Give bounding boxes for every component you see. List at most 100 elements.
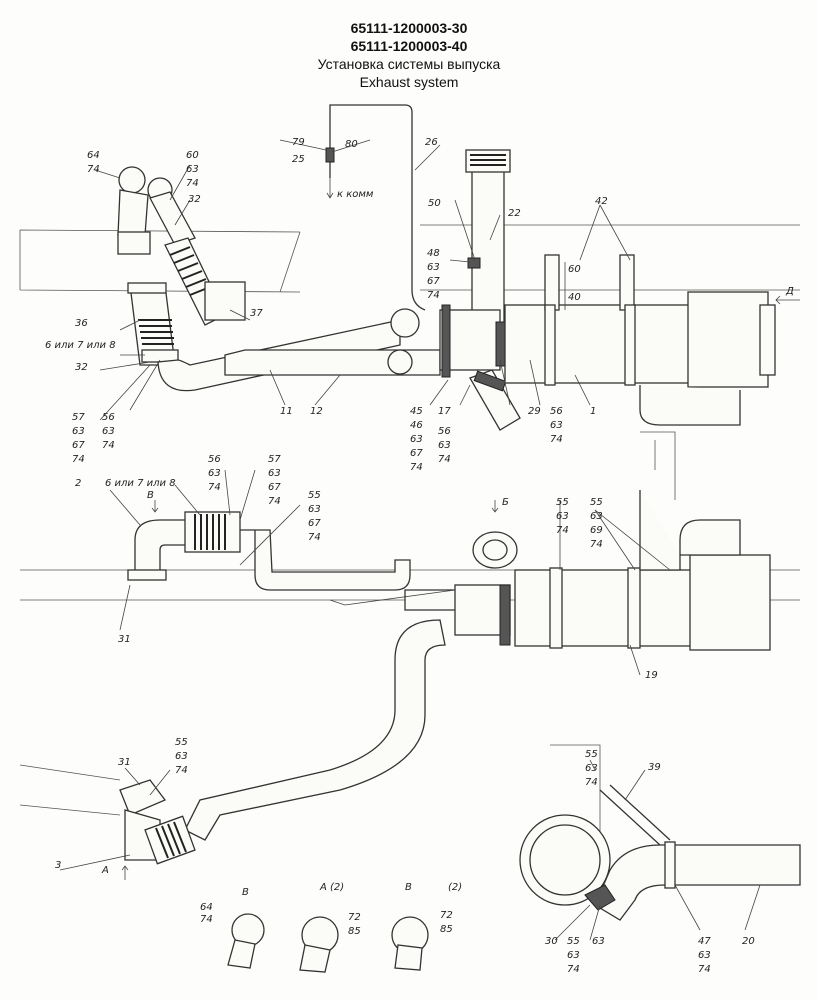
- callout-63e: 63: [410, 434, 423, 445]
- frame-rail-lower: [19, 764, 121, 816]
- callout-side-69: 69: [590, 525, 603, 536]
- callout-side-63e: 63: [590, 511, 603, 522]
- muffler-19-endcap: [689, 554, 771, 651]
- long-pipe-3: [184, 619, 446, 841]
- flange-45: [441, 304, 451, 378]
- detail-a-pipe: [299, 944, 331, 973]
- callout-46: 46: [410, 420, 423, 431]
- detail-v1-74: 74: [200, 914, 213, 925]
- callout-17: 17: [438, 406, 451, 417]
- callout-12: 12: [310, 406, 323, 417]
- view-d-63a: 63: [585, 763, 598, 774]
- callout-63f: 63: [438, 440, 451, 451]
- view-d-63b: 63: [567, 950, 580, 961]
- muffler-19: [514, 569, 706, 647]
- callout-74c: 74: [427, 290, 440, 301]
- callout-side-31b: 31: [118, 757, 131, 768]
- callout-63a: 63: [186, 164, 199, 175]
- tailpipe-side: [639, 490, 741, 571]
- pipe-11-bend: [390, 308, 420, 338]
- callout-48: 48: [427, 248, 440, 259]
- callout-side-63b: 63: [268, 468, 281, 479]
- muffler-endcap: [687, 291, 769, 388]
- callout-side-74f: 74: [175, 765, 188, 776]
- callout-56c: 56: [550, 406, 563, 417]
- callout-labels: 79 25 80 26 к комм 64 74 60 63 74 32 50 …: [45, 137, 794, 975]
- callout-22: 22: [508, 208, 521, 219]
- callout-64: 64: [87, 150, 100, 161]
- callout-37: 37: [250, 308, 263, 319]
- view-d-63c: 63: [592, 936, 605, 947]
- tailpipe-22: [471, 169, 505, 326]
- clamp-32: [117, 231, 151, 255]
- callout-to-komm: к комм: [337, 189, 374, 200]
- callout-63c: 63: [72, 426, 85, 437]
- bellows-left: [138, 319, 174, 345]
- tailpipe-cap-ribs: [470, 154, 506, 166]
- callout-32a: 32: [188, 194, 201, 205]
- strap-19a: [549, 567, 563, 649]
- bellows-lower-housing: [144, 815, 196, 865]
- callout-29: 29: [528, 406, 541, 417]
- view-b2-arrow: [491, 500, 499, 513]
- callout-56a: 56: [102, 412, 115, 423]
- callout-side-19: 19: [645, 670, 658, 681]
- outlet-ring-inner: [482, 539, 508, 561]
- drawing-title-ru: Установка системы выпуска: [317, 56, 501, 72]
- detail-v1-64: 64: [200, 902, 213, 913]
- view-d-55: 55: [585, 749, 598, 760]
- strap-19b: [627, 567, 641, 649]
- bracket-37: [204, 281, 246, 321]
- muffler-outlet-face: [759, 304, 776, 376]
- callout-67c: 67: [410, 448, 423, 459]
- bellows-lower: [155, 821, 187, 859]
- callout-79: 79: [292, 137, 305, 148]
- view-d-74c: 74: [698, 964, 711, 975]
- callout-57: 57: [72, 412, 85, 423]
- callout-side-57: 57: [268, 454, 281, 465]
- exhaust-elbow-left: [117, 189, 149, 236]
- flange-upper: [127, 282, 167, 294]
- bend-31-lower: [119, 779, 167, 816]
- sensor-lead-side: [329, 589, 456, 606]
- dimension-40: 40: [568, 292, 581, 303]
- view-d-47: 47: [698, 936, 711, 947]
- callout-side-67a: 67: [268, 482, 281, 493]
- callout-67a: 67: [427, 276, 440, 287]
- sensor-arrow: [326, 178, 334, 199]
- callout-side-63f: 63: [175, 751, 188, 762]
- side-view: [19, 431, 800, 880]
- inlet-bend-2: [134, 519, 191, 576]
- callout-side-67b: 67: [308, 518, 321, 529]
- view-d: [519, 744, 801, 921]
- callout-50: 50: [428, 198, 441, 209]
- detail-v3-85: 85: [440, 924, 453, 935]
- bracket-50: [467, 257, 481, 269]
- detail-v2-label: А (2): [319, 882, 344, 893]
- callout-74h: 74: [550, 434, 563, 445]
- callout-side-74a: 74: [208, 482, 221, 493]
- top-view: [19, 104, 800, 431]
- bellows-right: [169, 246, 211, 296]
- bracket-column: [640, 431, 676, 500]
- callout-42: 42: [595, 196, 608, 207]
- view-d-outlet-20: [594, 844, 801, 921]
- detail-v2-pipe: [394, 944, 423, 971]
- drawing-code-2: 65111-1200003-40: [350, 38, 468, 54]
- leader-lines: [59, 139, 761, 941]
- detail-v3-72: 72: [440, 910, 453, 921]
- callout-63b: 63: [427, 262, 440, 273]
- callout-side-55b: 55: [556, 497, 569, 508]
- callout-side-6-7-8: 6 или 7 или 8: [105, 478, 176, 489]
- view-a-marker: А: [101, 865, 109, 876]
- sensor-tube-26: [329, 104, 426, 311]
- view-d-marker: Д: [785, 286, 794, 297]
- view-d-55b: 55: [567, 936, 580, 947]
- callout-2: 2: [75, 478, 81, 489]
- exhaust-elbow-right: [149, 191, 196, 246]
- view-b-marker: В: [147, 490, 154, 501]
- detail-v3-count: (2): [448, 882, 462, 893]
- view-b2-marker: Б: [502, 497, 509, 508]
